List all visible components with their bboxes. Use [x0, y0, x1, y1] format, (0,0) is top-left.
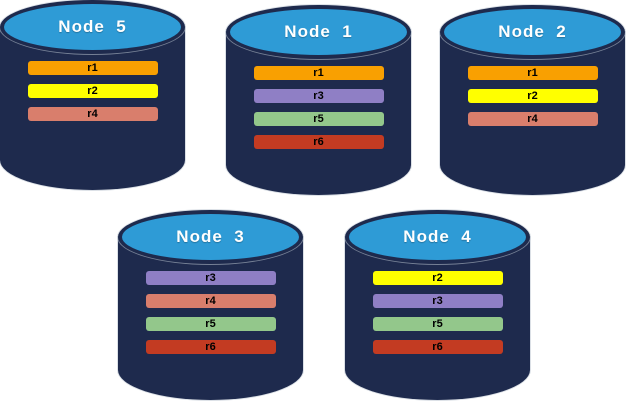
replica-bar: r3	[253, 89, 384, 103]
node-title: Node 5	[58, 17, 127, 36]
replica-list: r1 r3 r5 r6	[226, 66, 411, 149]
node-cylinder: Node 4 r2 r3 r5 r6	[345, 210, 530, 400]
replica-bar: r1	[27, 61, 158, 75]
replica-bar: r6	[372, 340, 503, 354]
cylinder-top: Node 2	[440, 5, 625, 59]
replica-bar: r3	[145, 271, 276, 285]
cylinder-top: Node 3	[118, 210, 303, 264]
replica-bar: r5	[145, 317, 276, 331]
cylinder-top: Node 1	[226, 5, 411, 59]
replica-bar: r2	[372, 271, 503, 285]
replica-bar: r3	[372, 294, 503, 308]
replica-bar: r4	[27, 107, 158, 121]
node-cylinder: Node 2 r1 r2 r4	[440, 5, 625, 195]
cylinder-top: Node 5	[0, 0, 185, 54]
cylinder-top: Node 4	[345, 210, 530, 264]
replica-bar: r5	[372, 317, 503, 331]
replica-bar: r4	[467, 112, 598, 126]
replica-list: r3 r4 r5 r6	[118, 271, 303, 354]
replica-bar: r2	[467, 89, 598, 103]
replica-bar: r6	[145, 340, 276, 354]
replica-bar: r6	[253, 135, 384, 149]
replica-bar: r2	[27, 84, 158, 98]
node-title: Node 1	[284, 22, 353, 41]
replica-list: r1 r2 r4	[0, 61, 185, 121]
node-cylinder: Node 5 r1 r2 r4	[0, 0, 185, 190]
replica-bar: r4	[145, 294, 276, 308]
node-cylinder: Node 3 r3 r4 r5 r6	[118, 210, 303, 400]
node-title: Node 3	[176, 227, 245, 246]
node-title: Node 4	[403, 227, 472, 246]
node-cylinder: Node 1 r1 r3 r5 r6	[226, 5, 411, 195]
node-title: Node 2	[498, 22, 567, 41]
replica-bar: r1	[253, 66, 384, 80]
replica-bar: r1	[467, 66, 598, 80]
replica-list: r1 r2 r4	[440, 66, 625, 126]
replica-list: r2 r3 r5 r6	[345, 271, 530, 354]
replica-bar: r5	[253, 112, 384, 126]
